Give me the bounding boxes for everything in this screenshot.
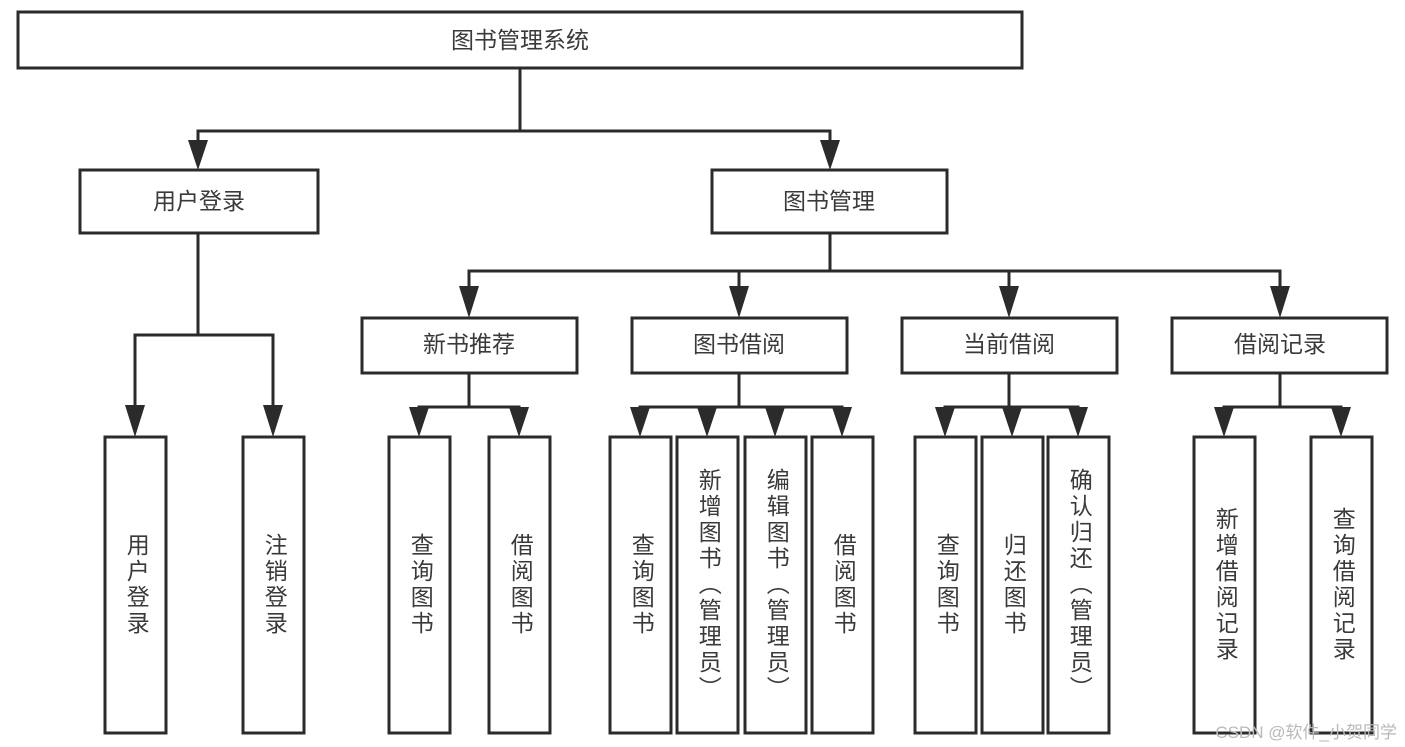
arrow-leaf-current-borrow-1 (935, 407, 955, 437)
node-book-borrow-label: 图书借阅 (693, 331, 785, 357)
node-root[interactable]: 图书管理系统 (16, 10, 1024, 70)
leaf-box-current-borrow-1[interactable] (913, 435, 978, 735)
watermark: CSDN @软件_小贺同学 (1215, 723, 1397, 742)
arrow-to-current-borrow (999, 286, 1019, 318)
arrow-leaf-book-borrow-4 (832, 407, 852, 437)
node-new-book-recommend-label: 新书推荐 (423, 331, 515, 357)
arrow-leaf-borrow-record-2 (1331, 407, 1351, 437)
arrow-leaf-book-borrow-2 (697, 407, 717, 437)
leaf-label-borrow-record-1: 新增借阅记录 (1212, 507, 1239, 663)
leaf-group-book-borrow (608, 435, 875, 735)
leaf-label-user-login-2: 注销登录 (261, 533, 288, 637)
connector-group-current-borrow (935, 371, 1088, 437)
leaf-box-current-borrow-2[interactable] (980, 435, 1045, 735)
connector-group-borrow-record (1214, 371, 1351, 437)
node-book-mgmt-label: 图书管理 (783, 188, 875, 214)
node-borrow-record-box[interactable] (1170, 316, 1389, 375)
arrow-leaf-new-book-2 (509, 407, 529, 437)
node-book-borrow[interactable]: 图书借阅 (630, 316, 849, 375)
arrow-leaf-borrow-record-1 (1214, 407, 1234, 437)
arrow-leaf-new-book-1 (409, 407, 429, 437)
leaf-box-user-login-2[interactable] (241, 435, 306, 735)
arrow-to-user-login (188, 140, 208, 170)
node-borrow-record-label: 借阅记录 (1234, 331, 1326, 357)
arrow-leaf-current-borrow-2 (1002, 407, 1022, 437)
leaf-label-current-borrow-3: 确认归还（管理员） (1066, 468, 1093, 702)
leaf-box-book-borrow-4[interactable] (810, 435, 875, 735)
connector-group-book-borrow (630, 371, 852, 437)
leaf-box-book-borrow-3[interactable] (743, 435, 808, 735)
node-current-borrow-label: 当前借阅 (963, 331, 1055, 357)
leaf-box-borrow-record-2[interactable] (1309, 435, 1374, 735)
connector-group-user-login (125, 231, 283, 437)
leaf-group-user-login (103, 435, 306, 735)
leaf-box-new-book-1[interactable] (387, 435, 452, 735)
leaf-box-book-borrow-1[interactable] (608, 435, 673, 735)
leaf-box-user-login-1[interactable] (103, 435, 168, 735)
leaf-box-book-borrow-2[interactable] (675, 435, 740, 735)
arrow-to-new-book (459, 286, 479, 318)
node-book-mgmt[interactable]: 图书管理 (710, 168, 949, 235)
node-root-label: 图书管理系统 (451, 27, 589, 53)
node-borrow-record[interactable]: 借阅记录 (1170, 316, 1389, 375)
node-user-login-box[interactable] (78, 168, 320, 235)
node-root-box[interactable] (16, 10, 1024, 70)
leaf-box-new-book-2[interactable] (487, 435, 552, 735)
leaf-label-borrow-record-2: 查询借阅记录 (1329, 507, 1356, 663)
leaf-group-borrow-record (1192, 435, 1374, 735)
connector-group-root (188, 66, 840, 170)
arrow-to-book-mgmt (820, 140, 840, 170)
leaf-box-borrow-record-1[interactable] (1192, 435, 1257, 735)
leaf-label-book-borrow-4: 借阅图书 (830, 533, 857, 637)
arrow-to-borrow-record (1270, 286, 1290, 318)
leaf-box-current-borrow-3[interactable] (1046, 435, 1111, 735)
node-book-mgmt-box[interactable] (710, 168, 949, 235)
arrow-leaf-current-borrow-3 (1068, 407, 1088, 437)
node-new-book-recommend-box[interactable] (360, 316, 579, 375)
node-current-borrow[interactable]: 当前借阅 (900, 316, 1119, 375)
leaf-group-current-borrow (913, 435, 1111, 735)
connector-group-book-mgmt (459, 231, 1290, 318)
arrow-to-book-borrow (729, 286, 749, 318)
leaf-label-new-book-1: 查询图书 (407, 533, 434, 637)
connector-group-new-book (409, 371, 529, 437)
leaf-label-current-borrow-1: 查询图书 (933, 533, 960, 637)
arrow-leaf-user-login-1 (125, 405, 145, 437)
node-user-login[interactable]: 用户登录 (78, 168, 320, 235)
leaf-label-book-borrow-2: 新增图书（管理员） (695, 468, 722, 702)
leaf-label-user-login-1: 用户登录 (123, 533, 150, 637)
leaf-label-book-borrow-3: 编辑图书（管理员） (763, 468, 790, 702)
node-current-borrow-box[interactable] (900, 316, 1119, 375)
node-new-book-recommend[interactable]: 新书推荐 (360, 316, 579, 375)
leaf-label-new-book-2: 借阅图书 (507, 533, 534, 637)
arrow-leaf-book-borrow-1 (630, 407, 650, 437)
arrow-leaf-book-borrow-3 (765, 407, 785, 437)
leaf-label-current-borrow-2: 归还图书 (1000, 533, 1027, 637)
leaf-label-book-borrow-1: 查询图书 (628, 533, 655, 637)
arrow-leaf-user-login-2 (263, 405, 283, 437)
leaf-group-new-book-recommend (387, 435, 552, 735)
node-book-borrow-box[interactable] (630, 316, 849, 375)
node-user-login-label: 用户登录 (153, 188, 245, 214)
